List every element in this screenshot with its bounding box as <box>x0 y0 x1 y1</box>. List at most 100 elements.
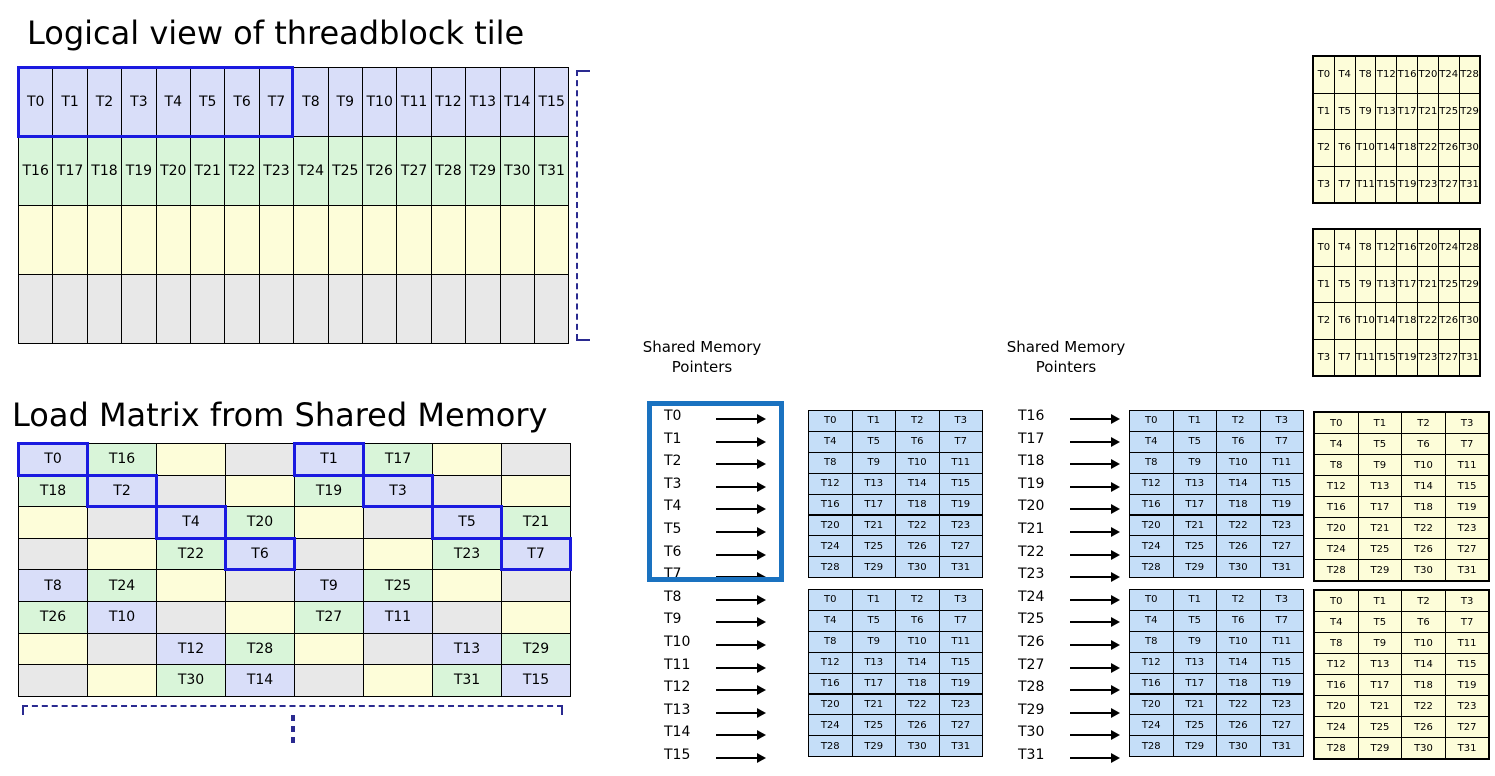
tile-bracket-bottom <box>576 339 590 341</box>
smem-cell: T19 <box>938 672 983 695</box>
smem-cell: T26 <box>1216 714 1261 737</box>
pointer-label: T24 <box>1018 588 1045 605</box>
pointer-arrow <box>716 753 766 763</box>
pointer-arrow <box>716 481 766 492</box>
pointer-arrow <box>716 662 766 673</box>
pointer-arrow <box>716 685 766 696</box>
logical-tile-cell <box>18 274 54 344</box>
smem-cell: T12 <box>1129 472 1174 495</box>
logical-tile-cell <box>258 205 295 275</box>
pointer-label: T0 <box>664 408 682 424</box>
smem-cell: T10 <box>1216 451 1261 474</box>
smem-cell: T17 <box>1172 493 1217 516</box>
smem-cell: T25 <box>851 535 896 558</box>
smem-cell: T21 <box>1172 693 1217 716</box>
pointer-label: T3 <box>664 475 682 492</box>
smem-cell: T15 <box>1259 651 1304 674</box>
smem-cell: T4 <box>808 430 853 453</box>
pointer-label: T11 <box>664 656 691 673</box>
logical-tile-cell: T18 <box>86 136 123 206</box>
pointer-label: T18 <box>1018 453 1045 470</box>
smem-cell: T17 <box>851 493 896 516</box>
pointer-arrow <box>716 459 766 470</box>
load-matrix-cell <box>363 506 433 539</box>
load-matrix-cell <box>294 632 364 666</box>
logical-tile-cell <box>155 274 191 344</box>
pointer-label: T13 <box>664 701 691 718</box>
load-matrix-cell <box>432 443 502 476</box>
smem-cell: T7 <box>938 609 983 632</box>
pointer-arrow <box>1070 640 1120 650</box>
continuation-dot-2 <box>291 726 295 732</box>
load-matrix-cell: T18 <box>18 474 88 508</box>
tile-bracket <box>576 70 578 340</box>
smem-cell: T21 <box>851 514 896 537</box>
logical-tile-cell: T2 <box>86 67 123 137</box>
logical-tile-cell <box>362 205 398 275</box>
smem-cell: T6 <box>1216 609 1261 632</box>
pointer-label: T12 <box>664 679 691 696</box>
smem-cell: T20 <box>1129 514 1174 537</box>
pointer-label: T26 <box>1018 634 1045 650</box>
load-matrix-cell: T10 <box>87 601 157 634</box>
smem-cell: T9 <box>1172 451 1217 474</box>
smem-cell: T16 <box>1129 493 1174 516</box>
pointer-arrow <box>716 504 766 515</box>
logical-tile-cell <box>327 274 363 344</box>
smem-cell: T13 <box>851 651 896 674</box>
load-matrix-highlight <box>17 442 89 477</box>
logical-tile-cell: T21 <box>190 136 226 206</box>
smem-cell: T23 <box>1259 693 1304 716</box>
smem-cell: T24 <box>1129 714 1174 737</box>
pointer-arrow <box>716 640 766 650</box>
smem-cell: T16 <box>808 493 853 516</box>
smem-cell: T3 <box>1259 589 1304 611</box>
load-matrix-cell <box>501 569 571 602</box>
smem-cell: T29 <box>851 735 896 758</box>
load-matrix-cell: T15 <box>501 664 571 697</box>
logical-tile-cell: T20 <box>155 136 191 206</box>
logical-tile-highlight <box>17 66 294 138</box>
load-matrix-cell <box>18 632 88 666</box>
pointer-arrow <box>1070 594 1120 605</box>
smem-cell: T2 <box>1216 410 1261 432</box>
smem-cell: T17 <box>851 672 896 695</box>
pointer-group-highlight <box>647 401 784 582</box>
pointer-arrow <box>716 414 766 424</box>
pointer-label: T2 <box>664 453 682 470</box>
load-matrix-cell <box>225 474 295 508</box>
load-matrix-cell: T11 <box>363 601 433 634</box>
smem-cell: T8 <box>1129 630 1174 653</box>
pointer-arrow <box>1070 481 1120 492</box>
smem-cell: T26 <box>895 714 940 737</box>
smem-cell: T13 <box>1172 651 1217 674</box>
load-matrix-highlight <box>500 536 572 572</box>
load-matrix-cell <box>18 537 88 571</box>
load-matrix-cell: T17 <box>363 443 433 476</box>
smem-cell: T30 <box>1216 735 1261 758</box>
logical-tile-cell: T30 <box>499 136 535 206</box>
smem-cell: T5 <box>1172 430 1217 453</box>
logical-tile-cell <box>18 205 54 275</box>
smem-cell: T29 <box>1172 556 1217 579</box>
continuation-dot-1 <box>291 715 295 721</box>
load-matrix-cell: T26 <box>18 601 88 634</box>
pointer-arrow <box>1070 685 1120 696</box>
smem-cell: T6 <box>895 430 940 453</box>
pointer-label: T29 <box>1018 701 1045 718</box>
pointer-arrow <box>716 730 766 741</box>
load-matrix-highlight <box>86 473 158 509</box>
load-matrix-cell <box>87 506 157 539</box>
smem-cell: T6 <box>1216 430 1261 453</box>
pointer-label: T21 <box>1018 521 1045 537</box>
pointer-arrow <box>1070 662 1120 673</box>
logical-tile-cell <box>534 274 570 344</box>
pointer-arrow <box>1070 572 1120 583</box>
smem-cell: T3 <box>938 410 983 432</box>
logical-tile-cell <box>465 205 501 275</box>
smem-cell: T21 <box>851 693 896 716</box>
smem-cell: T11 <box>938 451 983 474</box>
pointer-label: T5 <box>664 521 682 537</box>
load-matrix-cell: T12 <box>156 632 226 666</box>
smem-cell: T5 <box>851 430 896 453</box>
